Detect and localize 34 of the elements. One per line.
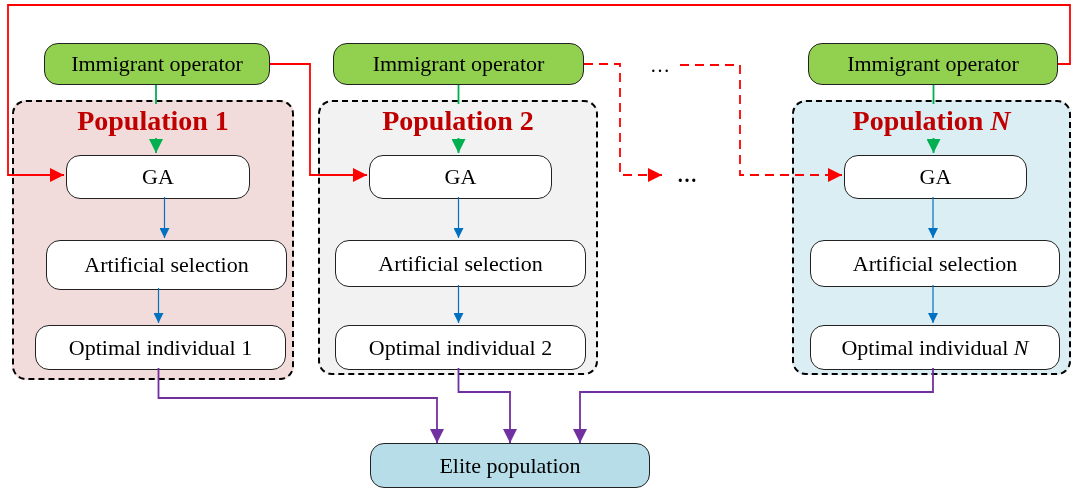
arrow [157,367,444,444]
arrow [159,196,170,239]
process-box: GA [66,155,250,199]
immigrant-operator-box: Immigrant operator [808,43,1058,85]
process-box: Optimal individual 1 [35,325,286,370]
arrow [573,367,934,444]
process-box: GA [369,155,552,199]
arrow [7,4,1071,182]
arrow [453,284,464,324]
process-box: Artificial selection [335,240,586,287]
arrow [928,284,938,324]
arrow [451,84,466,154]
arrow [149,84,163,154]
process-box: Artificial selection [810,240,1060,287]
arrow [926,84,941,154]
process-box: GA [844,155,1027,199]
process-box: Optimal individual N [810,325,1060,370]
arrow [679,64,843,182]
arrow [928,196,938,239]
population-panel [792,100,1071,375]
arrow [583,63,663,182]
ellipsis-text: … [662,162,712,188]
elite-population-box: Elite population [370,443,650,488]
arrow [153,287,164,324]
population-panel [12,100,294,380]
ellipsis-text: … [640,52,680,78]
arrow [457,367,517,444]
immigrant-operator-box: Immigrant operator [44,43,270,85]
immigrant-operator-box: Immigrant operator [333,43,584,85]
population-panel [318,100,598,375]
arrow [453,196,464,239]
process-box: Artificial selection [46,240,287,290]
process-box: Optimal individual 2 [335,325,586,370]
arrow [269,63,368,182]
